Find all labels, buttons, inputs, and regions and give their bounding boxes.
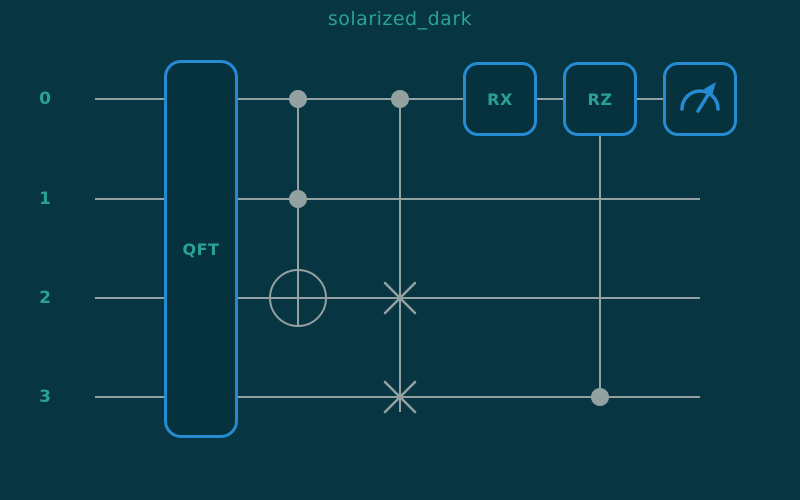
control-dot [591,388,609,406]
cnot-target-icon [269,269,327,327]
chart-title: solarized_dark [327,8,473,30]
gate-measure [663,62,737,136]
swap-cross-icon [383,380,417,414]
swap-cross-icon [383,281,417,315]
qubit-label-2: 2 [39,288,51,308]
control-dot [289,190,307,208]
gate-rz: RZ [563,62,637,136]
gate-label: QFT [182,239,220,259]
gate-rx: RX [463,62,537,136]
gate-label: RZ [587,89,613,109]
gate-label: RX [487,89,513,109]
control-dot [289,90,307,108]
control-dot [391,90,409,108]
qubit-label-0: 0 [39,89,51,109]
measurement-icon [680,82,720,113]
qubit-label-1: 1 [39,189,51,209]
qubit-label-3: 3 [39,387,51,407]
gate-qft: QFT [164,60,238,438]
